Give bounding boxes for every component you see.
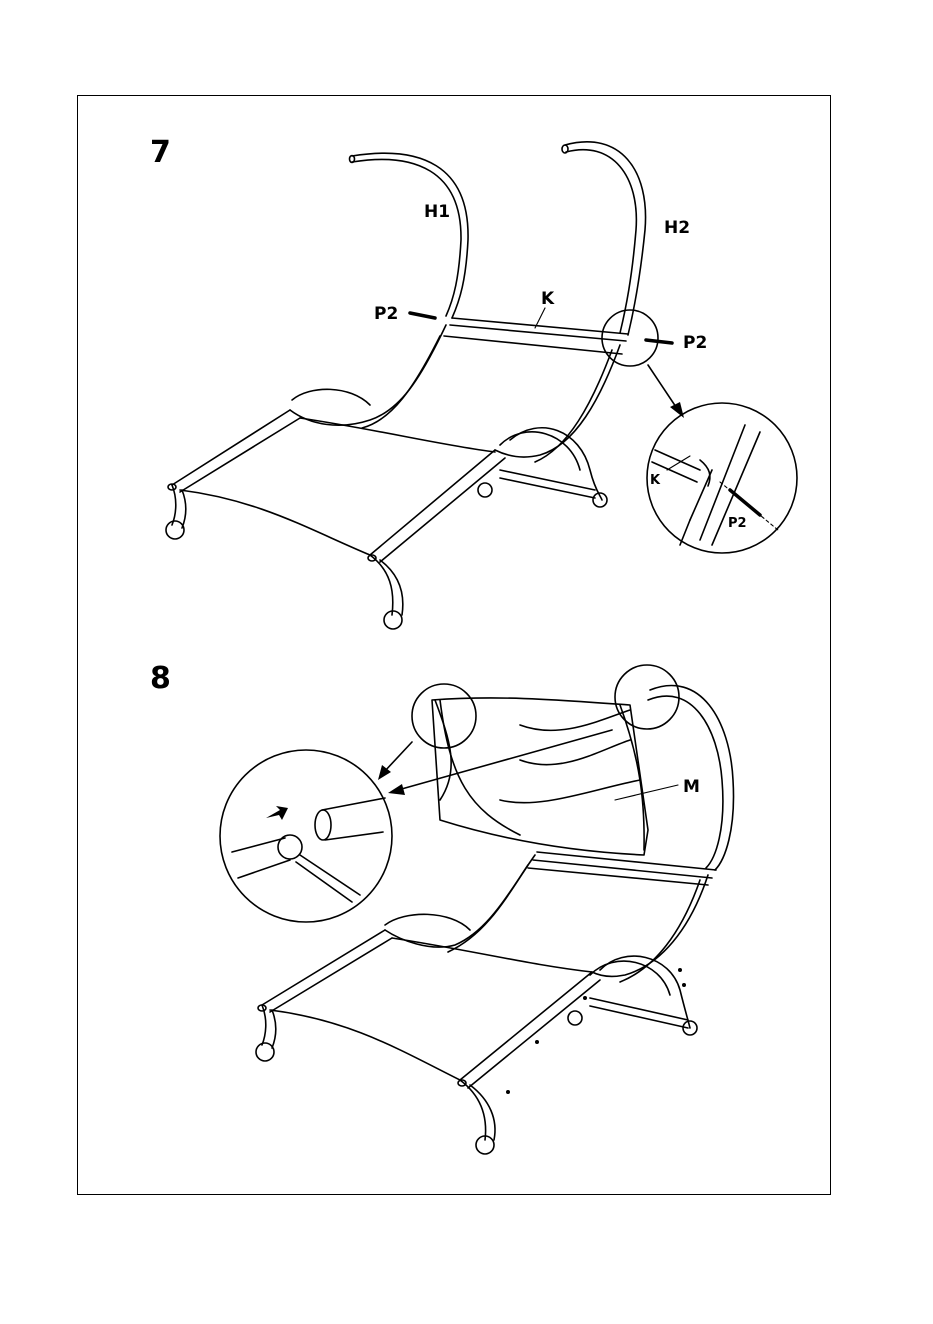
detail-label-p2: P2 bbox=[728, 516, 747, 531]
detail-arrow-icon bbox=[648, 365, 678, 410]
detail-arrow-1-icon bbox=[384, 742, 412, 772]
label-p2-left: P2 bbox=[374, 304, 398, 324]
label-h2: H2 bbox=[664, 218, 690, 238]
joint-magnifier-circle-icon bbox=[602, 310, 658, 366]
step-7-illustration: H1 H2 K P2 P2 K P2 bbox=[166, 142, 797, 629]
h1-arc bbox=[350, 153, 469, 318]
detail-arrow-2-icon bbox=[398, 730, 612, 790]
p2-right-pin bbox=[646, 340, 672, 343]
lounger-frame bbox=[166, 325, 620, 629]
h2-arc bbox=[562, 142, 646, 335]
label-p2-right: P2 bbox=[683, 333, 707, 353]
label-h1: H1 bbox=[424, 202, 450, 222]
detail-circle-step-7 bbox=[647, 403, 797, 553]
step-8-illustration: M bbox=[220, 665, 734, 1154]
canopy-m bbox=[432, 698, 648, 855]
corner-magnifier-right-icon bbox=[615, 665, 679, 729]
detail-label-k: K bbox=[650, 473, 661, 488]
detail-arrowhead-icon bbox=[670, 402, 684, 418]
label-k: K bbox=[541, 289, 555, 309]
label-m: M bbox=[683, 777, 700, 797]
push-arrow-icon bbox=[266, 806, 288, 820]
corner-magnifier-left-icon bbox=[412, 684, 476, 748]
p2-left-pin bbox=[410, 313, 435, 318]
detail-circle-step-8 bbox=[220, 750, 392, 922]
k-crossbar bbox=[444, 318, 628, 354]
